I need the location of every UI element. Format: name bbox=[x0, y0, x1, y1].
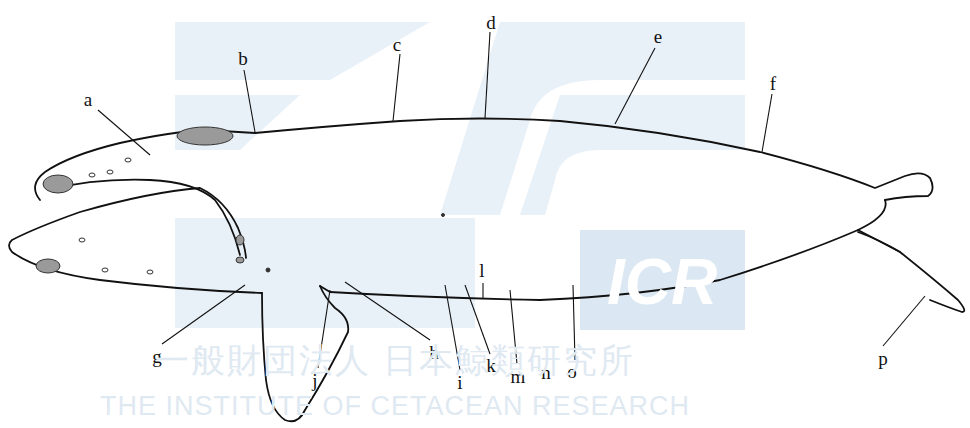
head-dots bbox=[79, 158, 445, 274]
callout-letter: f bbox=[770, 74, 776, 93]
callout-letter: l bbox=[479, 261, 484, 280]
whale-outline bbox=[35, 119, 933, 201]
watermark-text: THE INSTITUTE OF CETACEAN RESEARCH bbox=[100, 393, 690, 420]
fluke-lower-edge bbox=[858, 232, 900, 252]
callout-letter: d bbox=[486, 13, 496, 32]
callout-letter: p bbox=[878, 349, 888, 368]
mouth-line bbox=[48, 180, 240, 255]
callout-letter: b bbox=[238, 49, 248, 68]
callout-letter: c bbox=[393, 35, 401, 54]
callout-letter: a bbox=[84, 90, 92, 109]
watermark-logo bbox=[175, 22, 745, 330]
watermark-logo-text: ICR bbox=[607, 250, 717, 314]
callosity bbox=[36, 127, 244, 273]
lower-jaw bbox=[9, 188, 262, 293]
callout-letter: e bbox=[654, 27, 662, 46]
watermark-text: 一般財団法人 日本鯨類研究所 bbox=[155, 343, 636, 377]
leader-line bbox=[98, 32, 925, 370]
belly-outline bbox=[320, 230, 858, 300]
fluke bbox=[858, 200, 964, 312]
